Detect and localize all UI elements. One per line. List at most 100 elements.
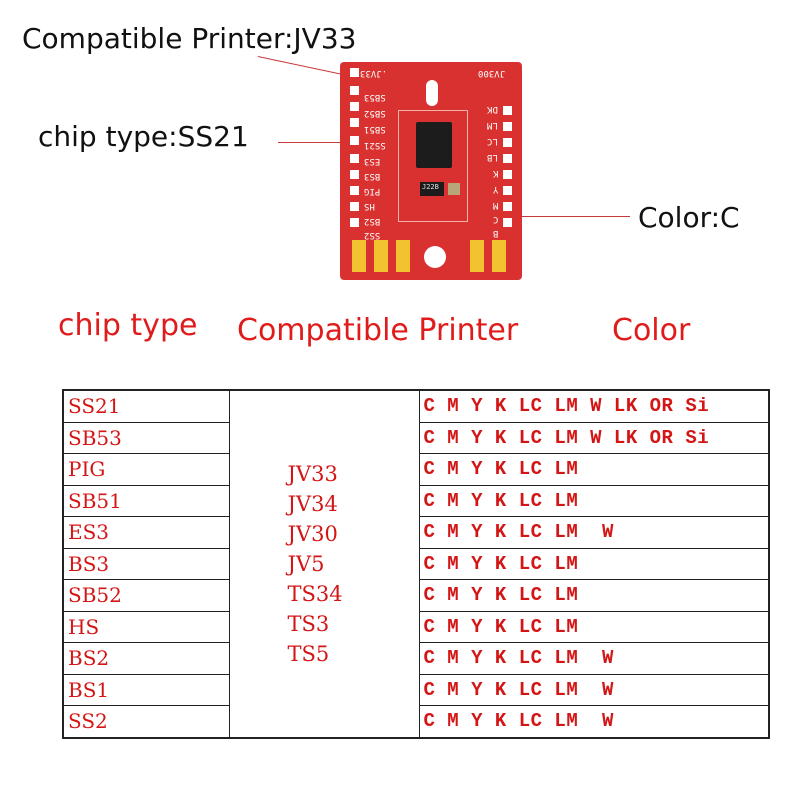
chip-label: K xyxy=(492,168,498,178)
printer-item: JV5 xyxy=(287,551,325,576)
chip-label: Y xyxy=(492,184,498,194)
chip-contact xyxy=(492,240,506,272)
table-row: SB51 C M Y K LC LM xyxy=(62,484,770,517)
chip-label: BS3 xyxy=(364,171,381,181)
chip-hole xyxy=(424,246,446,268)
chip-component xyxy=(420,182,444,196)
chip-mounting-slot xyxy=(426,80,438,106)
header-compatible-printer: Compatible Printer xyxy=(237,313,519,348)
color-cell: C M Y K LC LM xyxy=(418,453,770,486)
color-cell: C M Y K LC LM xyxy=(418,610,770,643)
chip-pad xyxy=(503,138,512,147)
chip-pad xyxy=(350,68,359,77)
chip-type-cell: HS xyxy=(62,610,230,643)
chip-type-cell: BS2 xyxy=(62,642,230,675)
color-cell: C M Y K LC LM xyxy=(418,484,770,517)
chip-compat-table: SS21 JV33 JV34 JV30 JV5 TS34 TS3 TS5 C M… xyxy=(62,389,770,739)
table-row: HS C M Y K LC LM xyxy=(62,610,770,643)
printer-item: TS5 xyxy=(287,641,330,666)
chip-label: C xyxy=(492,214,498,224)
chip-type-cell: ES3 xyxy=(62,516,230,549)
leader-line-chip xyxy=(278,142,346,143)
printer-item: JV30 xyxy=(287,521,338,546)
chip-component-label: J22B xyxy=(422,183,439,191)
color-cell: C M Y K LC LM xyxy=(418,579,770,612)
chip-pad xyxy=(350,154,359,163)
callout-chip-type: chip type:SS21 xyxy=(38,120,249,153)
chip-label: SS2 xyxy=(364,230,381,240)
chip-contact xyxy=(396,240,410,272)
callout-color: Color:C xyxy=(638,201,740,234)
table-row: BS3 C M Y K LC LM xyxy=(62,547,770,580)
color-cell: C M Y K LC LM W LK OR Si xyxy=(418,389,770,423)
chip-pad xyxy=(350,218,359,227)
color-cell: C M Y K LC LM xyxy=(418,547,770,580)
chip-contact xyxy=(374,240,388,272)
callout-compatible-printer: Compatible Printer:JV33 xyxy=(22,22,357,55)
chip-type-cell: PIG xyxy=(62,453,230,486)
chip-label: DK xyxy=(487,104,498,114)
table-row: SS21 JV33 JV34 JV30 JV5 TS34 TS3 TS5 C M… xyxy=(62,389,770,738)
printer-item: TS3 xyxy=(287,611,330,636)
color-cell: C M Y K LC LM W xyxy=(418,642,770,675)
chip-contact xyxy=(470,240,484,272)
chip-label: M xyxy=(492,200,498,210)
chip-label: HS xyxy=(364,201,375,211)
chip-pad xyxy=(503,218,512,227)
chip-type-cell: SB52 xyxy=(62,579,230,612)
printer-list-cell: JV33 JV34 JV30 JV5 TS34 TS3 TS5 xyxy=(228,389,420,738)
chip-label: PIG xyxy=(364,186,381,196)
chip-label: LB xyxy=(487,152,498,162)
chip-pad xyxy=(350,102,359,111)
header-chip-type: chip type xyxy=(58,308,198,343)
chip-board-image: .JV33 JV300 SB53 SB52 SB51 SS21 ES3 BS3 … xyxy=(340,62,522,280)
printer-item: JV33 xyxy=(287,461,338,486)
chip-type-cell: SB53 xyxy=(62,421,230,454)
table-row: SS2 C M Y K LC LM W xyxy=(62,705,770,738)
chip-pad xyxy=(350,186,359,195)
leader-line-printer xyxy=(257,56,350,77)
chip-pad xyxy=(350,136,359,145)
printer-item: TS34 xyxy=(287,581,343,606)
color-cell: C M Y K LC LM W xyxy=(418,516,770,549)
color-cell: C M Y K LC LM W LK OR Si xyxy=(418,421,770,454)
chip-pad xyxy=(350,118,359,127)
chip-top-label-left: .JV33 xyxy=(360,68,388,78)
chip-type-cell: SS21 xyxy=(62,389,230,423)
chip-pad xyxy=(350,202,359,211)
chip-pad xyxy=(503,170,512,179)
chip-type-cell: SS2 xyxy=(62,705,230,738)
table-row: SB52 C M Y K LC LM xyxy=(62,579,770,612)
table-row: BS2 C M Y K LC LM W xyxy=(62,642,770,675)
chip-type-cell: SB51 xyxy=(62,484,230,517)
chip-pad xyxy=(350,170,359,179)
chip-pad xyxy=(503,154,512,163)
chip-type-cell: BS3 xyxy=(62,547,230,580)
chip-pad xyxy=(503,122,512,131)
leader-line-color xyxy=(520,216,630,217)
chip-label: BS2 xyxy=(364,216,381,226)
printer-item: JV34 xyxy=(287,491,338,516)
table-row: PIG C M Y K LC LM xyxy=(62,453,770,486)
table-row: ES3 C M Y K LC LM W xyxy=(62,516,770,549)
chip-contact xyxy=(352,240,366,272)
chip-label: SS21 xyxy=(364,140,386,150)
color-cell: C M Y K LC LM W xyxy=(418,705,770,738)
chip-top-label-right: JV300 xyxy=(478,68,506,78)
chip-pad xyxy=(503,106,512,115)
chip-label: LM xyxy=(487,120,498,130)
header-color: Color xyxy=(612,313,691,348)
chip-label: SB52 xyxy=(364,108,386,118)
chip-label: SB53 xyxy=(364,92,386,102)
chip-ic xyxy=(416,122,452,168)
chip-pad xyxy=(503,202,512,211)
chip-label: B xyxy=(492,228,498,238)
chip-component xyxy=(448,183,460,195)
chip-pad xyxy=(350,86,359,95)
chip-pad xyxy=(503,186,512,195)
chip-type-cell: BS1 xyxy=(62,673,230,706)
chip-label: LC xyxy=(487,136,498,146)
color-cell: C M Y K LC LM W xyxy=(418,673,770,706)
chip-trace-outline xyxy=(398,110,468,222)
chip-label: ES3 xyxy=(364,156,381,166)
